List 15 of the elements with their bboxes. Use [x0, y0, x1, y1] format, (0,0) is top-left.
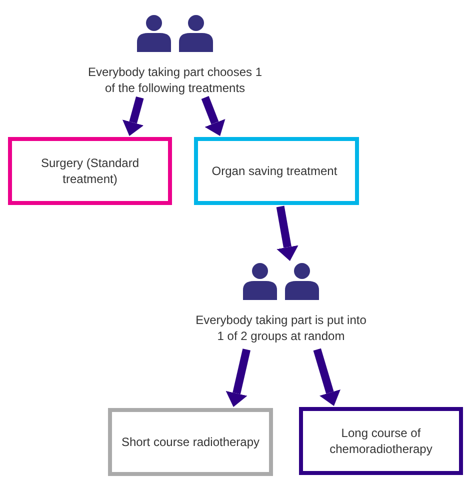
- node-text: Surgery (Standard treatment): [40, 155, 140, 187]
- node-text: Organ saving treatment: [212, 163, 338, 179]
- arrow: [122, 96, 144, 136]
- arrow: [201, 96, 226, 136]
- arrow: [226, 348, 250, 407]
- arrow: [276, 206, 298, 261]
- node-text: Long course of chemoradiotherapy: [328, 425, 434, 457]
- node-text: Everybody taking part chooses 1 of the following treatments: [86, 64, 264, 96]
- arrow: [313, 348, 340, 406]
- node-text: Everybody taking part is put into 1 of 2 groups at random: [195, 312, 367, 344]
- treatment-box: [8, 137, 172, 205]
- treatment-box: [108, 408, 273, 476]
- node-text: Short course radiotherapy: [121, 434, 260, 450]
- treatment-box: [194, 137, 359, 205]
- treatment-box: [299, 407, 463, 475]
